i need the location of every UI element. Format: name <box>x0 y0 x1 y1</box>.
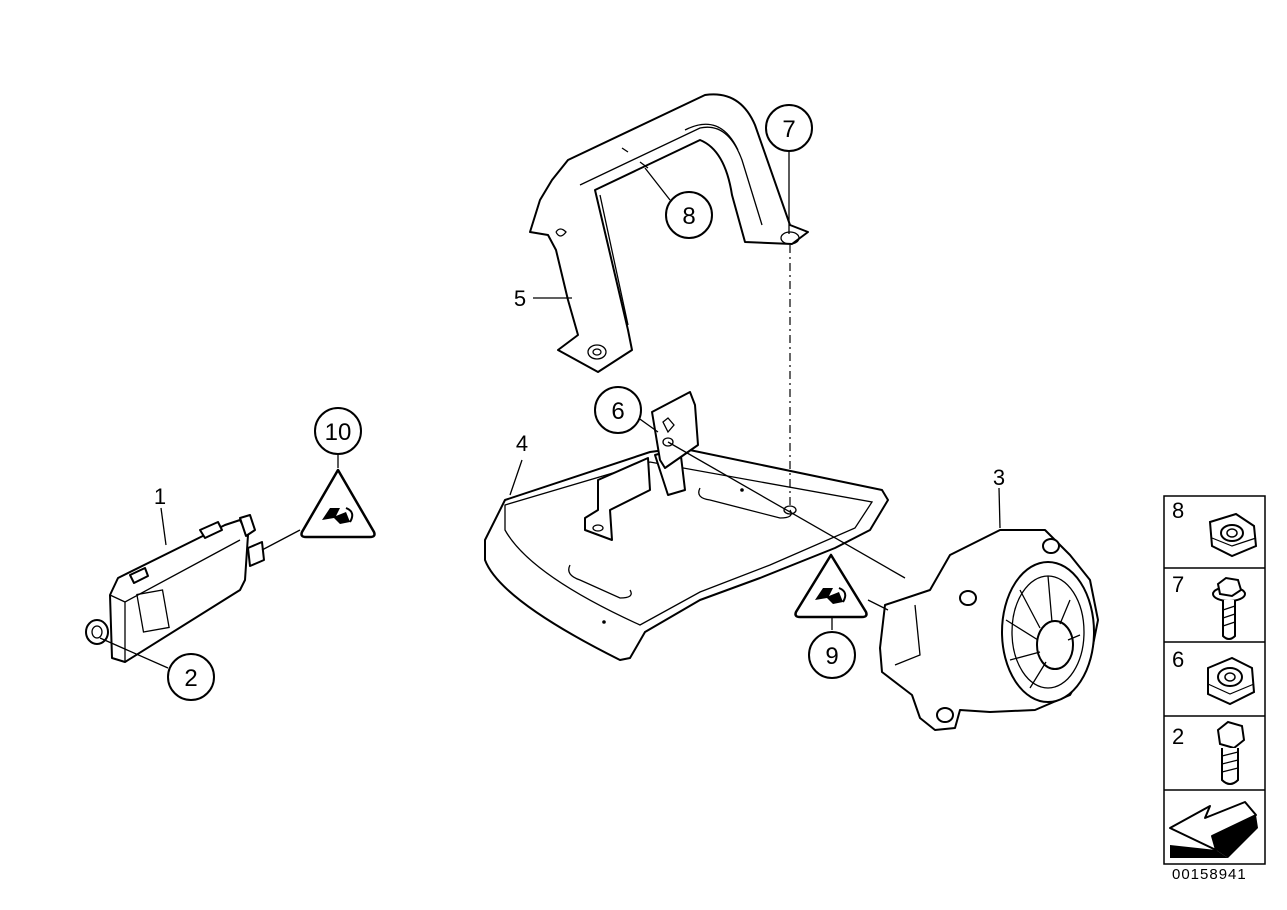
hex-nut-icon <box>1208 512 1258 558</box>
label-part-4: 4 <box>516 431 528 456</box>
flange-bolt-icon <box>1212 576 1246 640</box>
leader-lines <box>99 150 1001 669</box>
part-6-plate[interactable] <box>651 391 699 469</box>
part-1-control-unit[interactable] <box>85 514 265 663</box>
label-part-5: 5 <box>514 286 526 311</box>
legend-number-7: 7 <box>1172 572 1184 597</box>
callout-10: 10 <box>314 407 362 455</box>
callout-2: 2 <box>167 653 215 701</box>
callout-8-label: 8 <box>682 203 695 230</box>
callout-6: 6 <box>594 386 642 434</box>
fastener-legend: 8 7 6 2 <box>1163 495 1266 865</box>
label-part-3: 3 <box>993 465 1005 490</box>
callout-8: 8 <box>665 191 713 239</box>
part-5-bracket[interactable] <box>529 93 809 373</box>
callout-9: 9 <box>808 631 856 679</box>
callout-7: 7 <box>765 104 813 152</box>
direction-arrow-icon <box>1169 801 1258 858</box>
callout-9-label: 9 <box>825 643 838 670</box>
part-4-tray[interactable] <box>484 447 889 661</box>
callout-2-label: 2 <box>184 665 197 692</box>
connector-warning-icon <box>300 468 376 539</box>
part-3-siren[interactable] <box>879 529 1099 731</box>
legend-number-6: 6 <box>1172 647 1184 672</box>
reference-number: 00158941 <box>1172 866 1247 883</box>
hex-nut-icon <box>1207 656 1256 706</box>
callout-6-label: 6 <box>611 398 624 425</box>
label-part-1: 1 <box>154 484 166 509</box>
connector-warning-icon <box>794 553 868 619</box>
callout-7-label: 7 <box>782 116 795 143</box>
callout-10-label: 10 <box>325 419 352 446</box>
hex-bolt-icon <box>1216 720 1246 785</box>
legend-number-2: 2 <box>1172 724 1184 749</box>
legend-number-8: 8 <box>1172 498 1184 523</box>
